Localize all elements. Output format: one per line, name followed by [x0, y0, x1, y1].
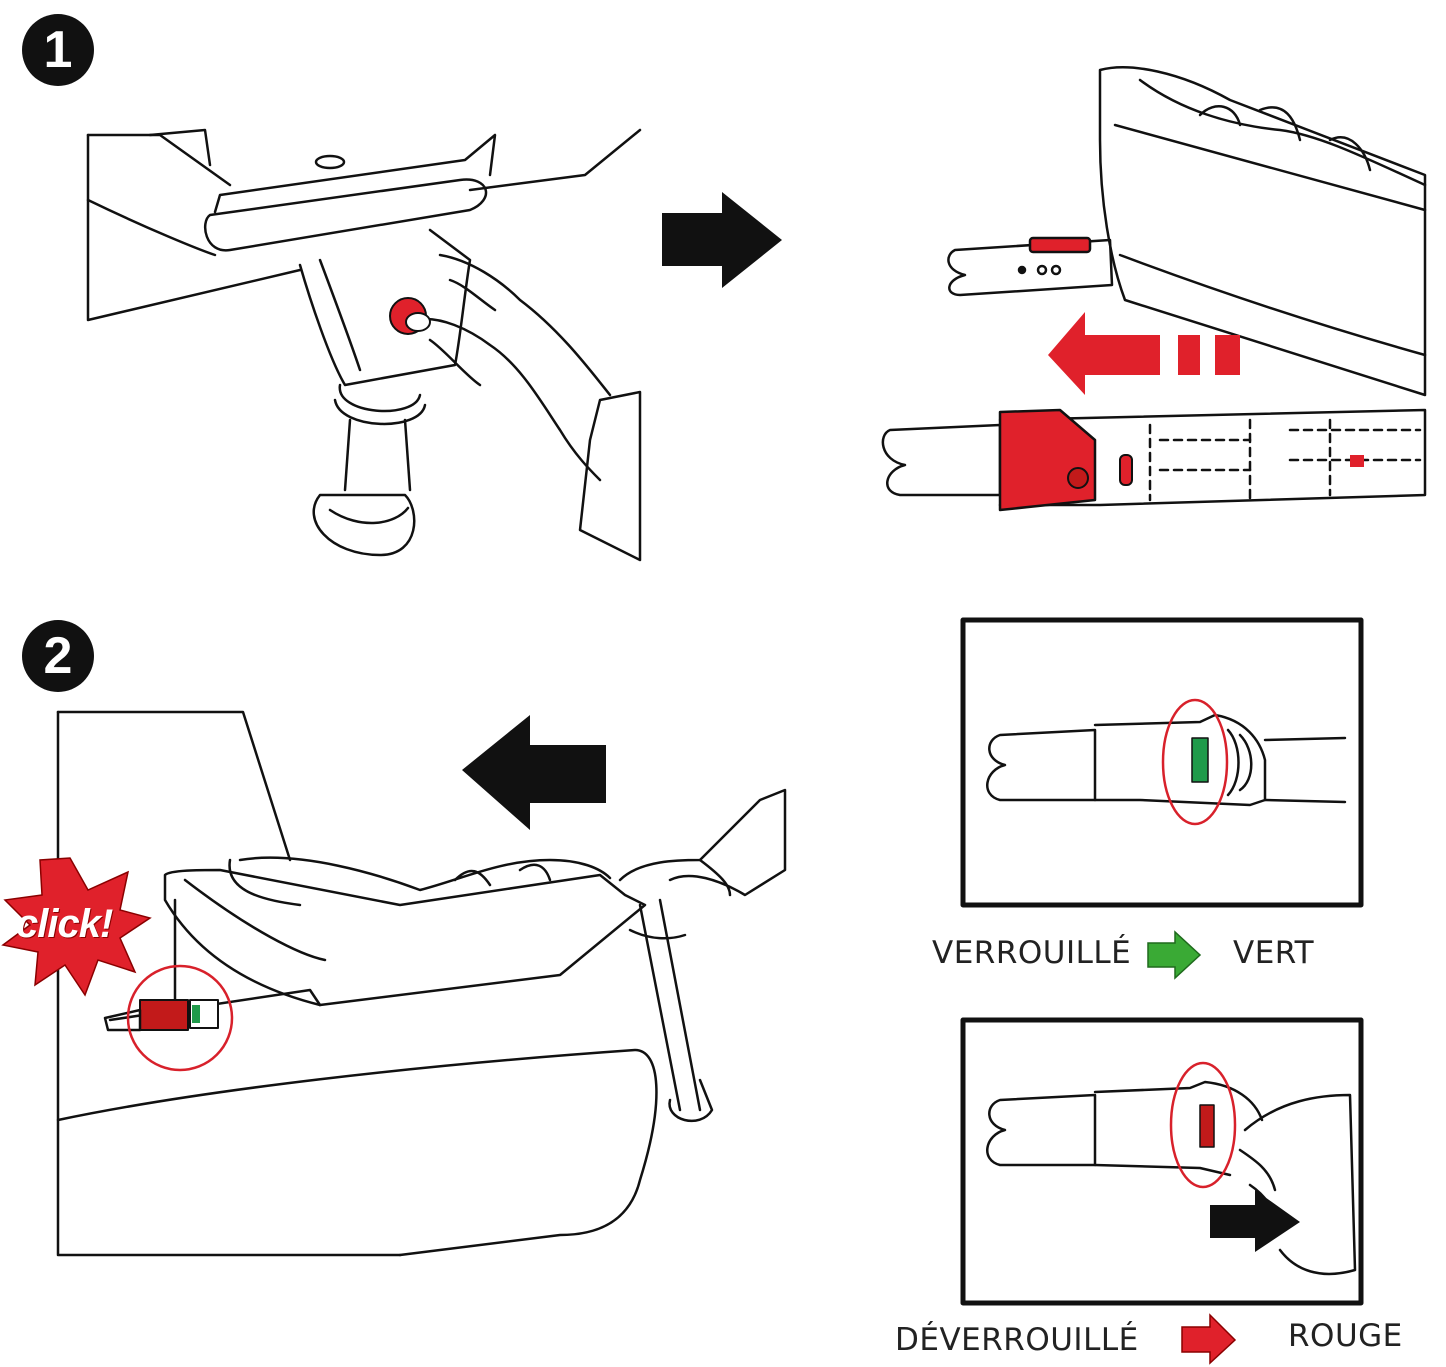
black-arrow-right-icon: [662, 192, 782, 288]
lower-connector-red-lock: [998, 408, 1097, 512]
click-burst-icon: [1, 857, 152, 997]
locked-color-label: VERT: [1233, 935, 1315, 971]
step-1-badge: 1: [22, 14, 94, 86]
unlocked-highlight-circle: [1169, 1061, 1237, 1189]
step-1-number: 1: [43, 21, 73, 79]
panel-1-isofix-extend-illustration: [881, 66, 1427, 507]
unlocked-connector-illustration: [986, 1080, 1357, 1276]
unlocked-color-label: ROUGE: [1288, 1318, 1403, 1354]
unlocked-state-frame: [960, 1017, 1364, 1306]
unlocked-red-indicator: [1199, 1104, 1215, 1148]
step-2-badge: 2: [22, 620, 94, 692]
red-arrow-left-icon: [1048, 312, 1240, 395]
attached-connector-green-indicator: [192, 1005, 200, 1023]
locked-state-label: VERROUILLÉ: [932, 935, 1132, 971]
unlocked-state-label: DÉVERROUILLÉ: [895, 1322, 1139, 1358]
attached-connector-highlight-circle: [126, 964, 234, 1072]
locked-highlight-circle: [1161, 698, 1229, 826]
step-2-number: 2: [43, 627, 73, 685]
black-arrow-left-icon: [462, 715, 606, 830]
unlock-pull-arrow-icon: [1210, 1190, 1300, 1252]
green-arrow-icon: [1147, 930, 1202, 980]
panel-1-press-button-illustration: [86, 128, 642, 562]
locked-green-indicator: [1191, 737, 1209, 783]
locked-state-frame: [960, 617, 1364, 908]
panel-2-attach-base-illustration: [56, 710, 787, 1257]
attached-connector-red-block: [139, 999, 189, 1031]
click-label: click!: [16, 902, 113, 946]
red-arrow-icon: [1181, 1313, 1237, 1365]
